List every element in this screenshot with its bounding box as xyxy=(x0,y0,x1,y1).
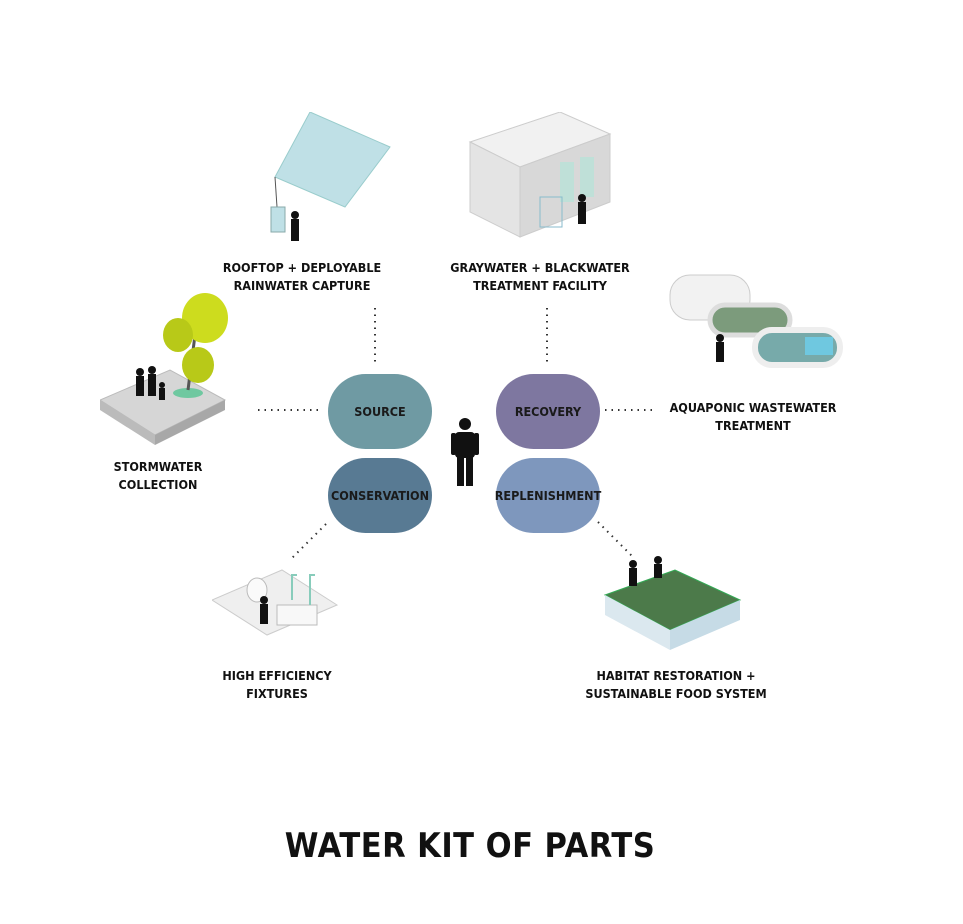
pill-recovery: RECOVERY xyxy=(496,374,600,449)
label-line: AQUAPONIC WASTEWATER xyxy=(669,400,837,415)
fixtures-illustration xyxy=(212,569,339,636)
label-fixtures: HIGH EFFICIENCY FIXTURES xyxy=(222,667,331,703)
label-stormwater: STORMWATER COLLECTION xyxy=(114,458,203,494)
person-icon xyxy=(451,418,479,486)
label-rooftop-rainwater: ROOFTOP + DEPLOYABLE RAINWATER CAPTURE xyxy=(223,259,381,295)
label-line: COLLECTION xyxy=(118,477,198,492)
label-line: STORMWATER xyxy=(113,459,203,474)
aquaponic-illustration xyxy=(669,274,843,368)
label-line: RAINWATER CAPTURE xyxy=(233,278,371,293)
rooftop-rainwater-illustration xyxy=(270,112,391,241)
diagram-title: WATER KIT OF PARTS xyxy=(284,826,656,866)
stormwater-illustration xyxy=(100,293,228,445)
pill-source: SOURCE xyxy=(328,374,432,449)
label-line: ROOFTOP + DEPLOYABLE xyxy=(222,260,382,275)
label-treatment-facility: GRAYWATER + BLACKWATER TREATMENT FACILITY xyxy=(450,259,629,295)
pill-label: REPLENISHMENT xyxy=(494,488,602,503)
habitat-illustration xyxy=(603,556,742,650)
label-line: GRAYWATER + BLACKWATER xyxy=(450,260,630,275)
label-line: HIGH EFFICIENCY xyxy=(222,668,332,683)
label-line: TREATMENT FACILITY xyxy=(473,278,607,293)
treatment-facility-illustration xyxy=(468,112,612,238)
pill-label: CONSERVATION xyxy=(330,488,430,503)
label-line: HABITAT RESTORATION + xyxy=(596,668,756,683)
label-line: TREATMENT xyxy=(715,418,791,433)
label-aquaponic: AQUAPONIC WASTEWATER TREATMENT xyxy=(670,399,837,435)
pill-replenishment: REPLENISHMENT xyxy=(494,458,602,533)
pill-label: RECOVERY xyxy=(514,404,582,419)
connector-habitat xyxy=(597,521,633,557)
pill-label: SOURCE xyxy=(354,404,406,419)
connector-fixtures xyxy=(289,523,327,561)
label-line: FIXTURES xyxy=(246,686,308,701)
pill-conservation: CONSERVATION xyxy=(328,458,432,533)
label-habitat: HABITAT RESTORATION + SUSTAINABLE FOOD SY… xyxy=(585,667,766,703)
label-line: SUSTAINABLE FOOD SYSTEM xyxy=(585,686,767,701)
